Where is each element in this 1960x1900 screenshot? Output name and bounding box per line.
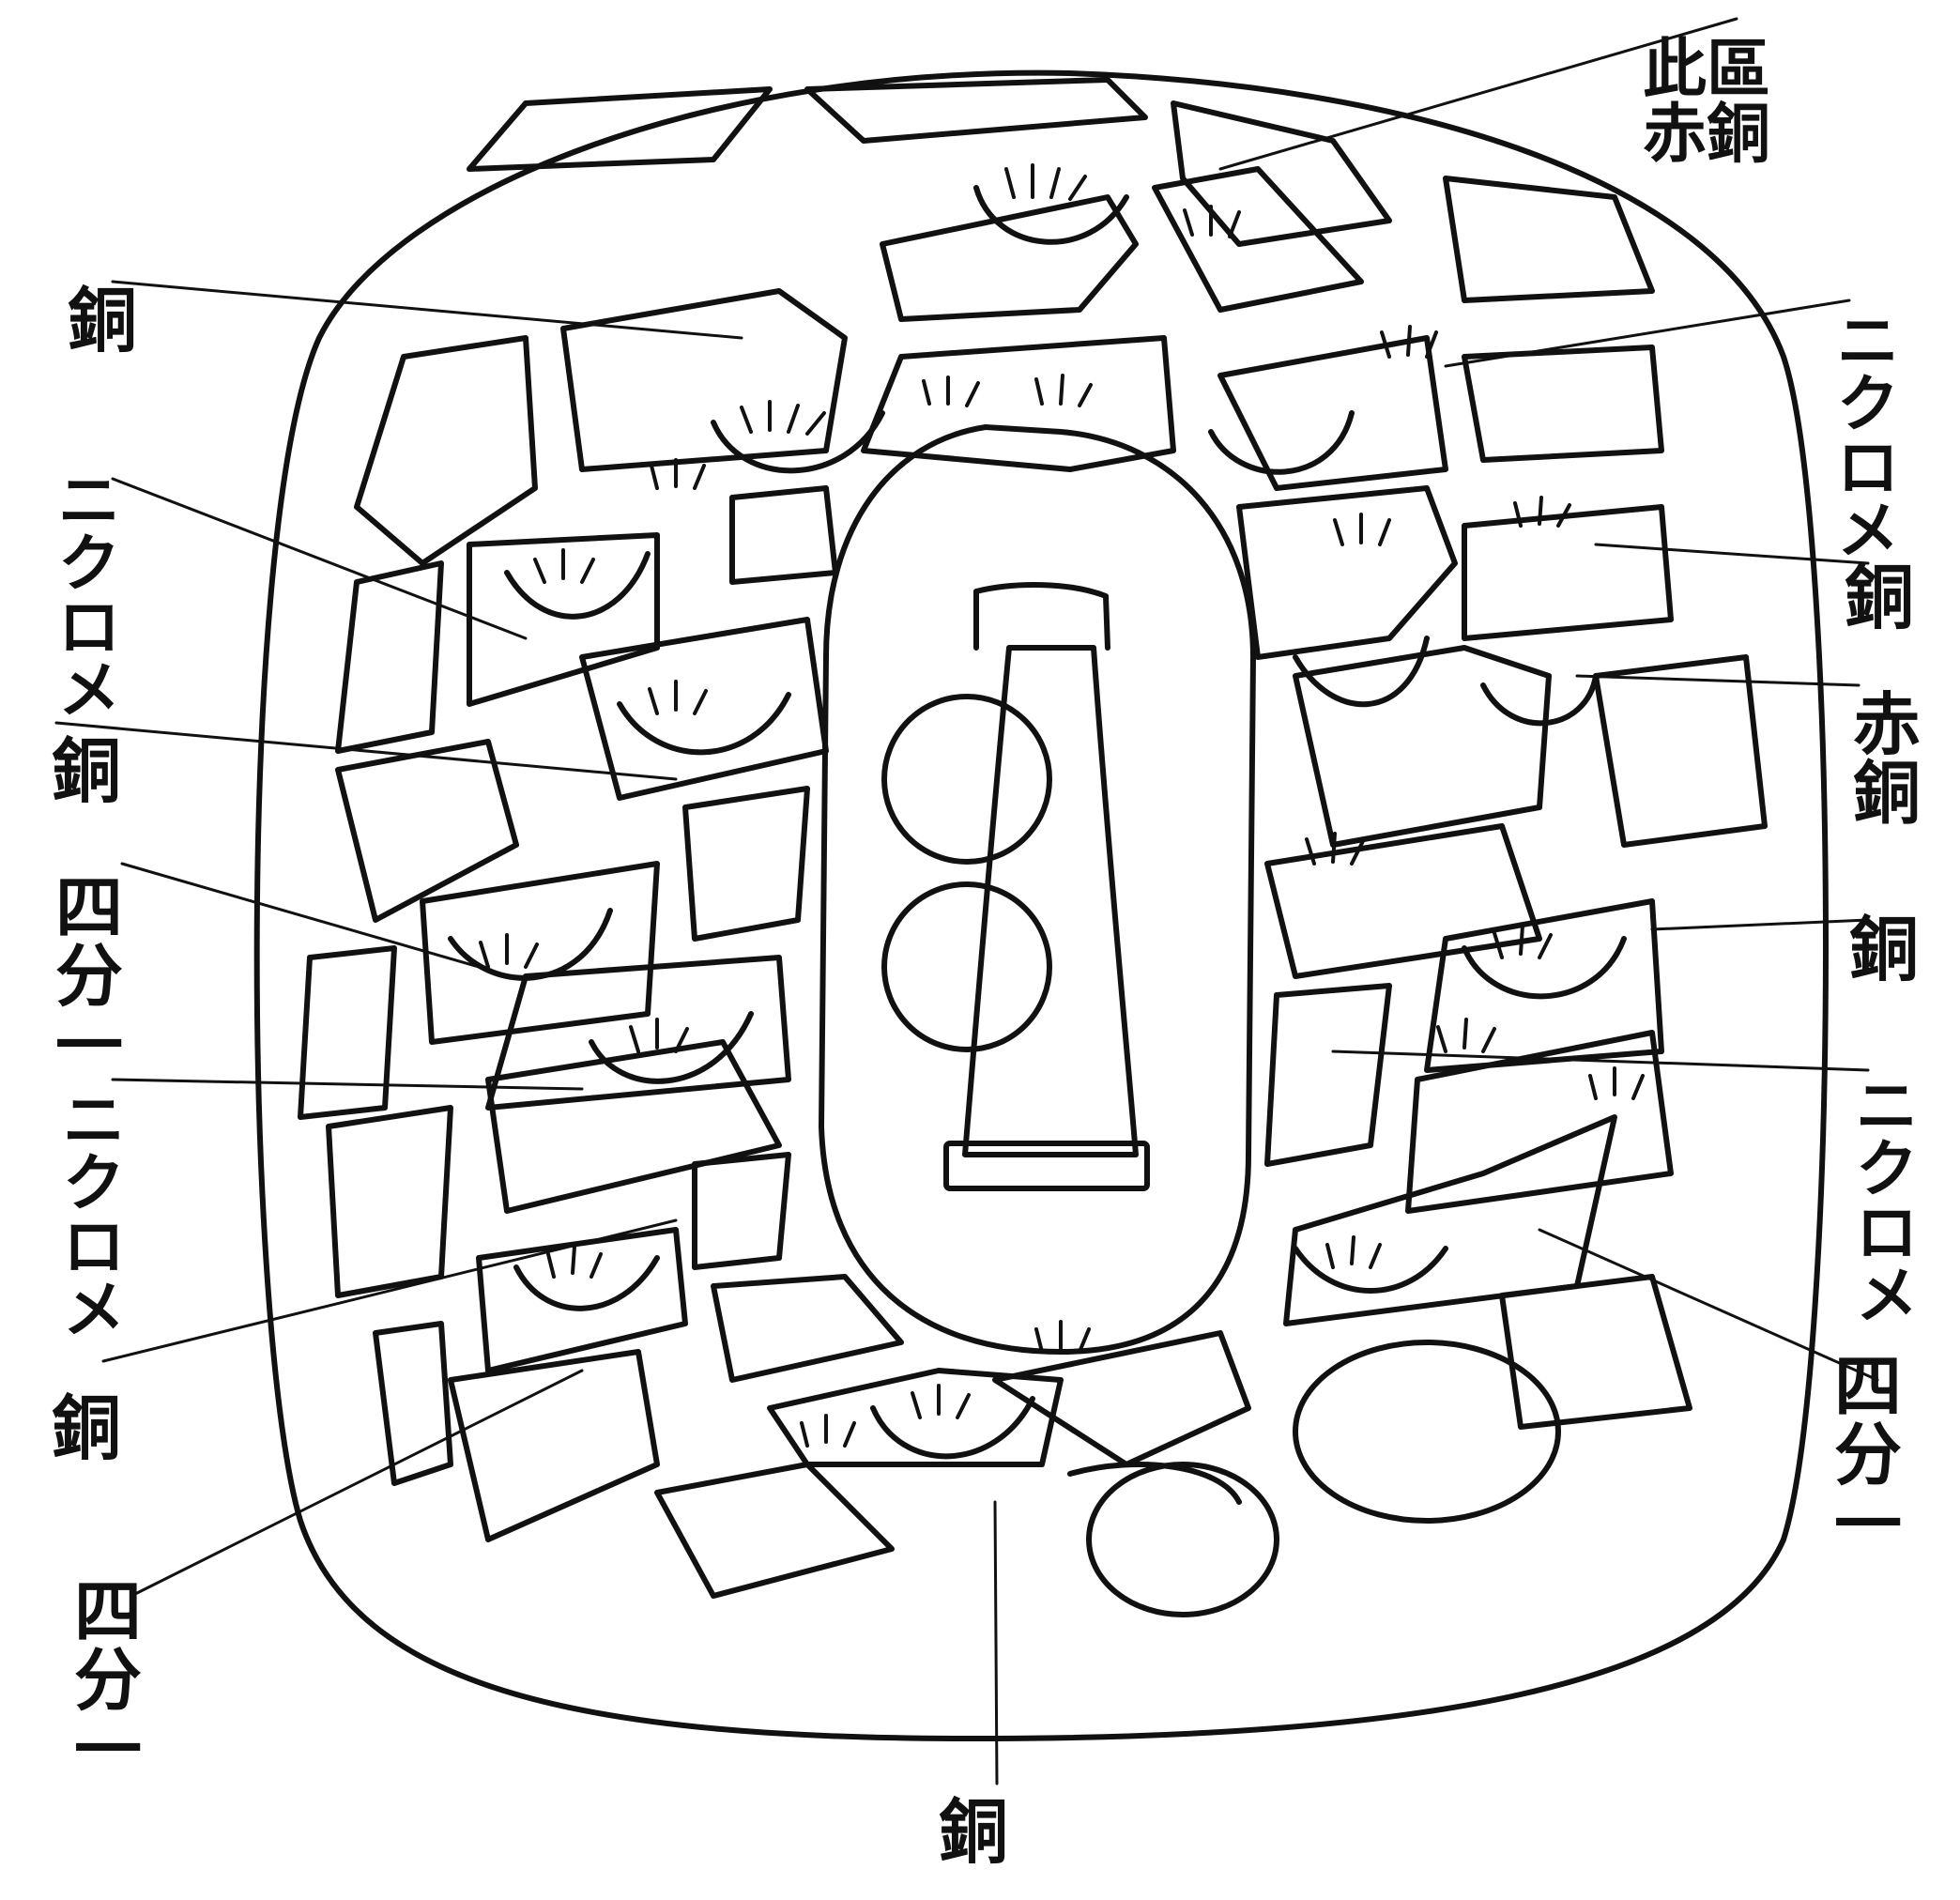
wall-block [1462, 345, 1664, 463]
label-copper-left-3: 銅 [52, 1388, 121, 1469]
crescent-motif [513, 1255, 660, 1311]
wall-block [560, 288, 848, 472]
wall-block [1283, 1114, 1617, 1326]
label-nikurome-right-1: ニクロメ [1837, 304, 1899, 567]
crescent-motif [448, 908, 613, 981]
river-stone [1293, 1340, 1561, 1524]
wall-block [579, 617, 829, 801]
center-opening [819, 424, 1256, 1355]
leader-line [1331, 1050, 1870, 1072]
tang-slot [962, 645, 1139, 1157]
wall-block [1236, 485, 1458, 660]
label-copper-right-2: 銅 [1849, 910, 1919, 990]
wall-block [1462, 504, 1674, 641]
leader-line [101, 1218, 678, 1363]
label-nikurome-left-1: ニクロメ [58, 464, 120, 727]
wall-block [335, 739, 519, 923]
crescent-motif [504, 551, 651, 620]
label-nikurome-right-2: ニクロメ [1856, 1069, 1918, 1332]
label-nikurome-left-2: ニクロメ [63, 1083, 125, 1346]
wall-block [420, 861, 660, 1045]
label-copper-right-1: 銅 [1845, 558, 1914, 638]
wall-block [654, 1462, 895, 1599]
wall-block [467, 86, 773, 172]
wall-block [1293, 645, 1552, 848]
crescent-motif [1208, 410, 1355, 475]
wall-block [326, 1105, 453, 1298]
leader-line [111, 1078, 584, 1091]
wall-block [880, 194, 1139, 322]
river-stone [1067, 1462, 1242, 1505]
leader-line [130, 1369, 584, 1598]
wall-block [1264, 983, 1392, 1167]
wall-block [1424, 898, 1664, 1073]
river-stone [1086, 1462, 1279, 1617]
wall-block [692, 1152, 791, 1270]
wall-block [373, 1321, 453, 1486]
wall-block [682, 786, 810, 942]
wall-block [992, 1330, 1251, 1467]
leader-line [54, 721, 678, 781]
wall-block [1499, 1274, 1692, 1430]
leader-line [111, 477, 528, 640]
wall-block [767, 1368, 1064, 1467]
label-copper-left-1: 銅 [68, 281, 137, 361]
wall-block [804, 77, 1148, 144]
wall-block [1405, 1030, 1674, 1214]
leader-line [1218, 17, 1738, 171]
tang-base [943, 1141, 1150, 1191]
wall-block [1593, 654, 1768, 848]
leader-line [1650, 918, 1870, 931]
crescent-motif [617, 692, 791, 756]
wall-block [1264, 823, 1542, 979]
leader-line [1575, 674, 1860, 687]
crescent-motif [1293, 636, 1430, 708]
label-shibuichi-left-2: 四分一 [73, 1571, 142, 1789]
wall-block [335, 560, 444, 754]
crescent-motif [589, 1011, 754, 1084]
leader-line [1444, 299, 1851, 368]
leader-line [1594, 543, 1870, 565]
label-copper-bottom: 銅 [939, 1792, 1008, 1873]
wall-block [1152, 166, 1364, 313]
wall-block [298, 945, 397, 1120]
wall-block [354, 335, 538, 566]
wall-block [1443, 176, 1655, 303]
leader-line [993, 1500, 999, 1785]
wall-block [448, 1349, 660, 1542]
crescent-motif [1462, 936, 1627, 1000]
leader-line [120, 862, 481, 969]
wall-block [476, 1227, 688, 1373]
leader-line [1538, 1228, 1879, 1382]
crescent-motif [1293, 1246, 1448, 1294]
label-shibuichi-right: 四分一 [1833, 1346, 1902, 1564]
label-shibuichi-left-1: 四分一 [54, 867, 123, 1085]
wall-block [729, 485, 838, 585]
crescent-motif [973, 185, 1129, 245]
wall-block [485, 955, 791, 1111]
hitsu-lobe-lower [881, 881, 1052, 1052]
tsuba-outline [253, 69, 1829, 1742]
wall-block [1217, 335, 1448, 491]
label-top-right-note: 此區赤銅 [1643, 32, 1771, 173]
wall-block [1171, 100, 1392, 247]
crescent-motif [1480, 673, 1599, 727]
wall-block [485, 1039, 782, 1214]
leader-line [111, 280, 743, 340]
label-copper-left-2: 銅 [52, 731, 121, 812]
hitsu-lobe-upper [881, 694, 1052, 865]
wall-block [467, 532, 660, 707]
label-shakudo-right: 赤銅 [1852, 684, 1921, 834]
crescent-motif [711, 410, 885, 474]
crescent-motif [870, 1396, 1035, 1460]
wall-block [711, 1274, 904, 1383]
